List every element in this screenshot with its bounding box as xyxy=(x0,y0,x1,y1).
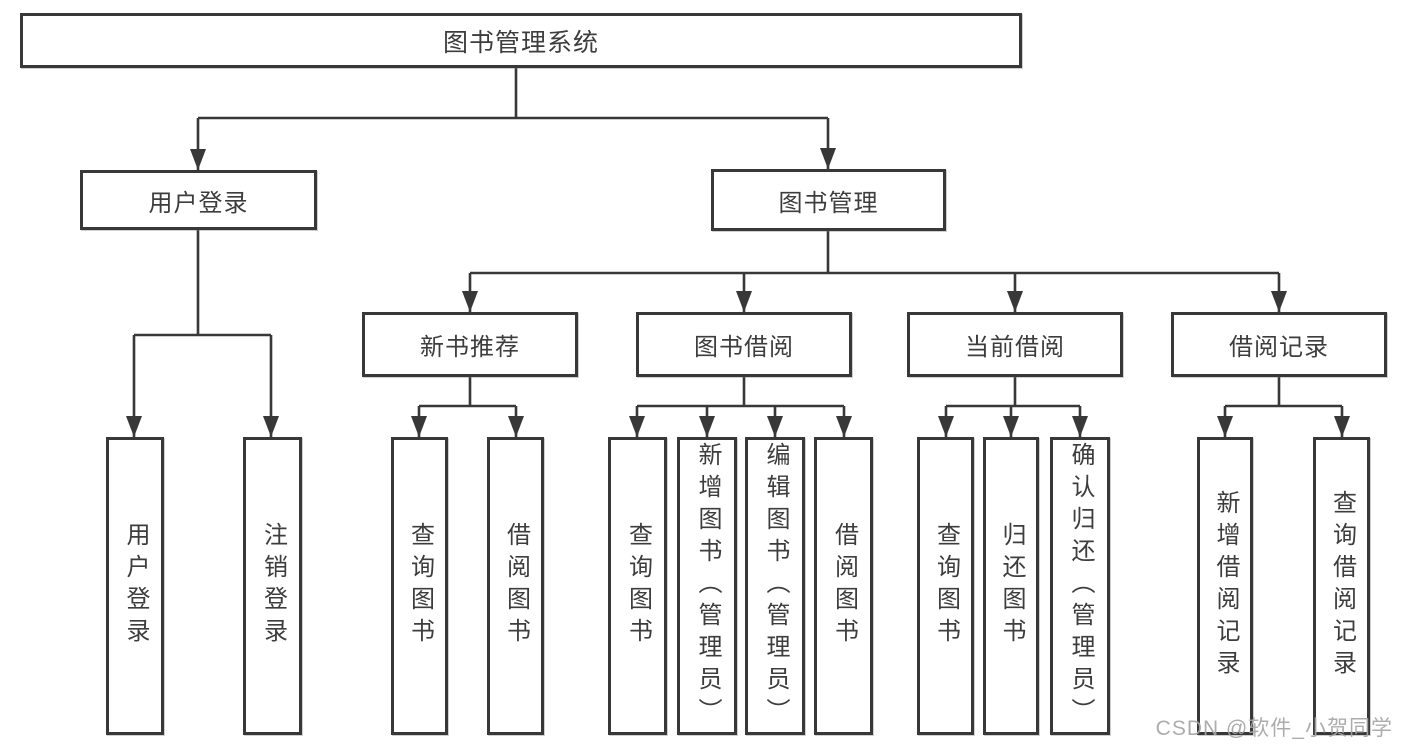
node-leaf-query-books-borrow: 查询图书 xyxy=(608,437,667,735)
node-book-borrow: 图书借阅 xyxy=(636,312,852,377)
node-leaf-query-books-recommend: 查询图书 xyxy=(391,437,448,735)
node-current-borrow: 当前借阅 xyxy=(907,312,1123,377)
node-leaf-logout: 注销登录 xyxy=(243,437,302,735)
node-leaf-add-books-admin-label: 新增图书（管理员） xyxy=(694,442,721,730)
node-leaf-query-books-borrow-label: 查询图书 xyxy=(624,522,652,650)
node-user-login: 用户登录 xyxy=(80,170,317,230)
node-book-management: 图书管理 xyxy=(711,169,946,231)
node-book-borrow-label: 图书借阅 xyxy=(694,334,794,361)
node-leaf-user-login-label: 用户登录 xyxy=(122,522,149,650)
node-book-management-label: 图书管理 xyxy=(778,189,879,217)
csdn-watermark: CSDN @软件_小贺同学 xyxy=(1155,717,1393,740)
node-leaf-query-books-current: 查询图书 xyxy=(917,437,974,735)
node-user-login-label: 用户登录 xyxy=(148,189,249,217)
edges-book-borrow xyxy=(629,377,852,437)
edges-new-book-recommend xyxy=(411,377,524,437)
edges-book-management xyxy=(462,231,1287,312)
node-leaf-query-books-current-label: 查询图书 xyxy=(932,522,960,650)
node-leaf-borrow-books: 借阅图书 xyxy=(814,437,873,735)
node-leaf-return-books-label: 归还图书 xyxy=(998,522,1025,650)
node-leaf-confirm-return-admin: 确认归还（管理员） xyxy=(1050,437,1110,735)
node-leaf-add-borrow-record: 新增借阅记录 xyxy=(1197,437,1253,735)
node-leaf-borrow-books-label: 借阅图书 xyxy=(830,522,858,650)
node-leaf-borrow-books-recommend: 借阅图书 xyxy=(487,437,544,735)
node-new-book-recommend-label: 新书推荐 xyxy=(420,334,520,361)
node-leaf-borrow-books-recommend-label: 借阅图书 xyxy=(502,522,530,650)
node-leaf-query-borrow-record-label: 查询借阅记录 xyxy=(1328,490,1356,682)
node-borrow-records: 借阅记录 xyxy=(1171,312,1387,377)
node-leaf-add-borrow-record-label: 新增借阅记录 xyxy=(1212,490,1239,682)
node-leaf-query-books-recommend-label: 查询图书 xyxy=(406,522,434,650)
node-library-system-label: 图书管理系统 xyxy=(442,28,599,57)
node-leaf-add-books-admin: 新增图书（管理员） xyxy=(677,437,737,735)
edges-user-login xyxy=(126,230,279,437)
node-leaf-edit-books-admin-label: 编辑图书（管理员） xyxy=(762,442,789,730)
node-leaf-logout-label: 注销登录 xyxy=(259,522,287,650)
node-leaf-edit-books-admin: 编辑图书（管理员） xyxy=(745,437,805,735)
edges-current-borrow xyxy=(938,377,1088,437)
node-current-borrow-label: 当前借阅 xyxy=(965,334,1065,361)
node-leaf-confirm-return-admin-label: 确认归还（管理员） xyxy=(1067,442,1094,730)
node-leaf-return-books: 归还图书 xyxy=(983,437,1039,735)
edges-root xyxy=(190,68,836,170)
edges-borrow-records xyxy=(1217,377,1350,437)
node-leaf-user-login: 用户登录 xyxy=(106,437,164,735)
node-leaf-query-borrow-record: 查询借阅记录 xyxy=(1313,437,1370,735)
node-new-book-recommend: 新书推荐 xyxy=(362,312,578,377)
node-borrow-records-label: 借阅记录 xyxy=(1229,334,1329,361)
node-library-system: 图书管理系统 xyxy=(20,13,1022,68)
